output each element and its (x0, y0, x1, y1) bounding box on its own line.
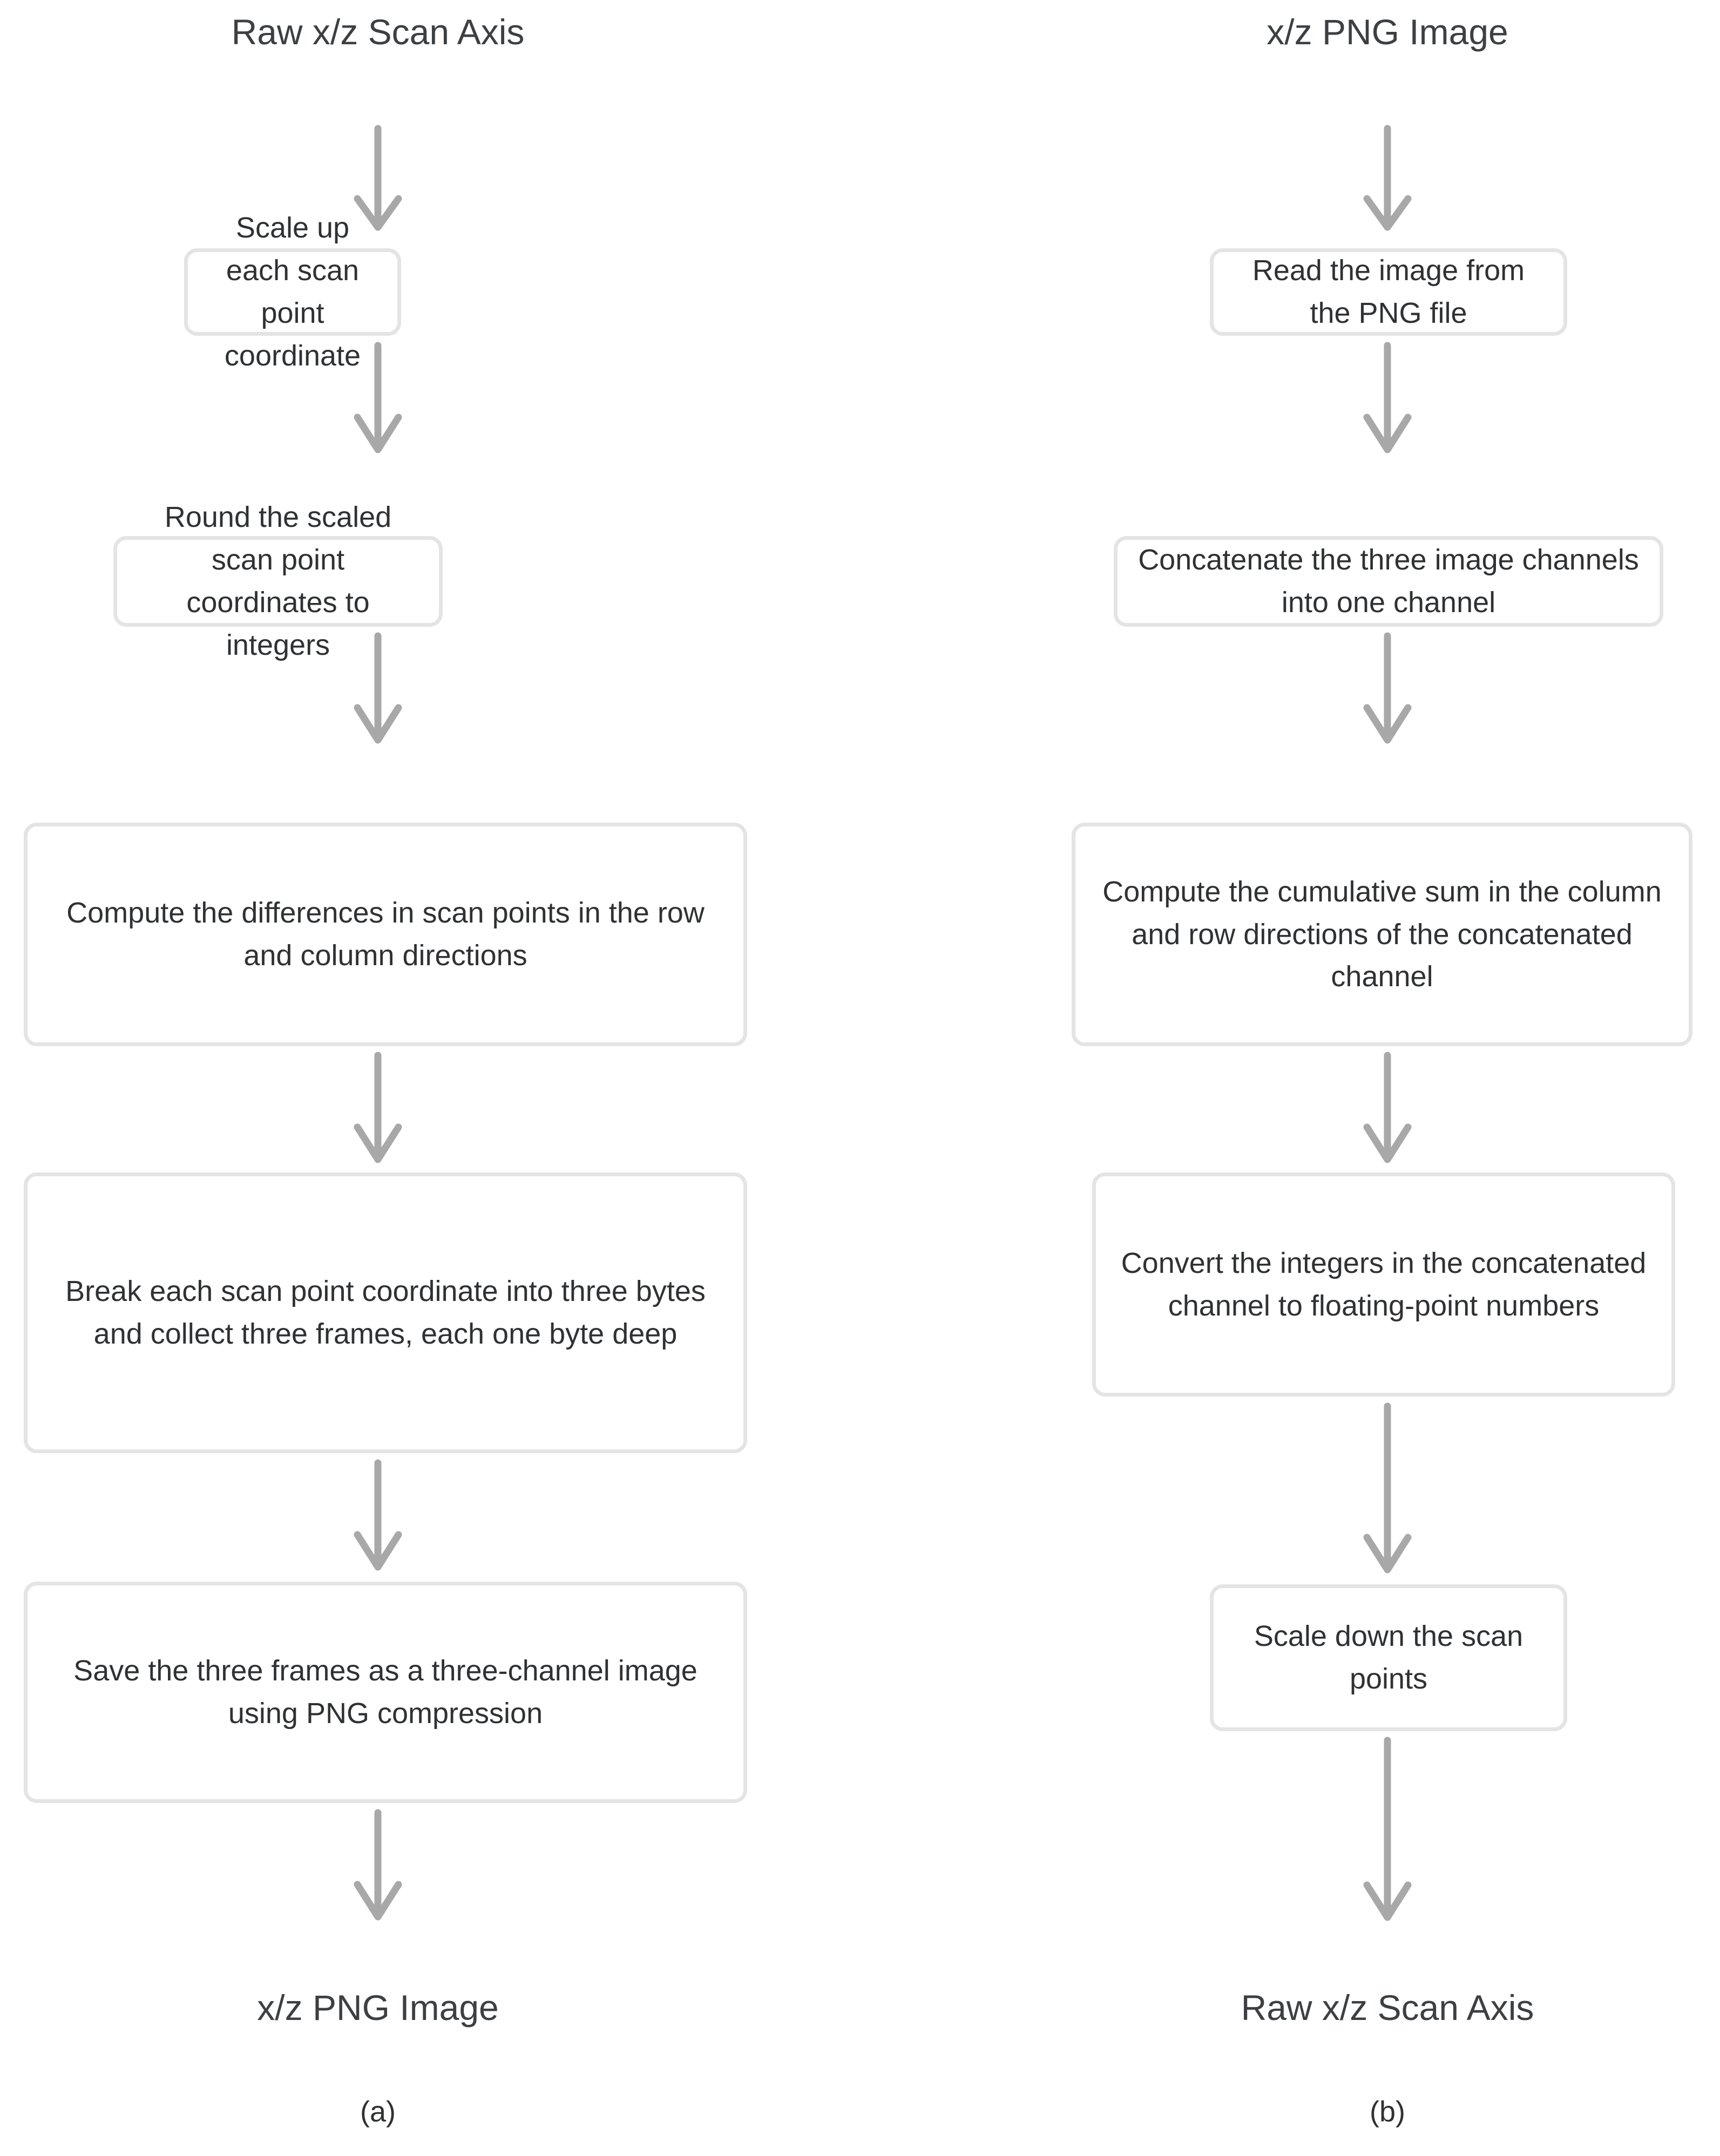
panel-b-start-label: x/z PNG Image (1267, 12, 1508, 52)
panel-b-step-2-text: Concatenate the three image channels int… (1138, 544, 1639, 619)
panel-a-step-4-text: Break each scan point coordinate into th… (65, 1275, 706, 1350)
panel-b-arrow-5 (1359, 1737, 1416, 1921)
panel-a-step-3: Compute the differences in scan points i… (24, 823, 747, 1046)
panel-b-arrow-0 (1359, 125, 1416, 231)
panel-a-step-4: Break each scan point coordinate into th… (24, 1172, 747, 1453)
panel-b-step-5: Scale down the scan points (1210, 1584, 1567, 1731)
panel-a-arrow-3 (350, 1052, 406, 1163)
panel-b-arrow-4 (1359, 1402, 1416, 1574)
panel-a-step-1-text: Scale up each scan point coordinate (224, 212, 361, 372)
panel-a-step-5: Save the three frames as a three-channel… (24, 1582, 747, 1803)
panel-a-step-1: Scale up each scan point coordinate (184, 212, 401, 372)
panel-a-step-2: Round the scaled scan point coordinates … (113, 501, 443, 661)
panel-b-step-4-text: Convert the integers in the concatenated… (1121, 1246, 1647, 1322)
panel-a-arrow-2 (350, 632, 406, 744)
panel-b-step-1: Read the image from the PNG file (1210, 248, 1567, 336)
panel-b-step-2: Concatenate the three image channels int… (1114, 536, 1663, 627)
panel-b-step-1-text: Read the image from the PNG file (1252, 254, 1525, 329)
panel-a-step-3-text: Compute the differences in scan points i… (66, 897, 705, 972)
panel-a-arrow-0 (350, 125, 406, 231)
panel-b-step-4: Convert the integers in the concatenated… (1092, 1172, 1675, 1396)
panel-a-step-2-text: Round the scaled scan point coordinates … (164, 501, 392, 661)
panel-b-arrow-2 (1359, 632, 1416, 744)
panel-b-arrow-1 (1359, 342, 1416, 453)
panel-a-caption: (a) (360, 2096, 396, 2128)
panel-b-step-5-text: Scale down the scan points (1254, 1620, 1523, 1695)
panel-b-step-3-text: Compute the cumulative sum in the column… (1102, 875, 1662, 993)
panel-b-step-3: Compute the cumulative sum in the column… (1072, 823, 1692, 1046)
panel-a-arrow-5 (350, 1809, 406, 1921)
panel-a-arrow-4 (350, 1459, 406, 1571)
panel-b-end-label: Raw x/z Scan Axis (1241, 1988, 1534, 2028)
panel-a-start-label: Raw x/z Scan Axis (231, 12, 525, 52)
panel-a-arrow-1 (350, 342, 406, 453)
panel-b-arrow-3 (1359, 1052, 1416, 1163)
panel-a-step-5-text: Save the three frames as a three-channel… (73, 1655, 698, 1730)
panel-b-caption: (b) (1370, 2096, 1405, 2128)
panel-a-end-label: x/z PNG Image (257, 1988, 499, 2028)
